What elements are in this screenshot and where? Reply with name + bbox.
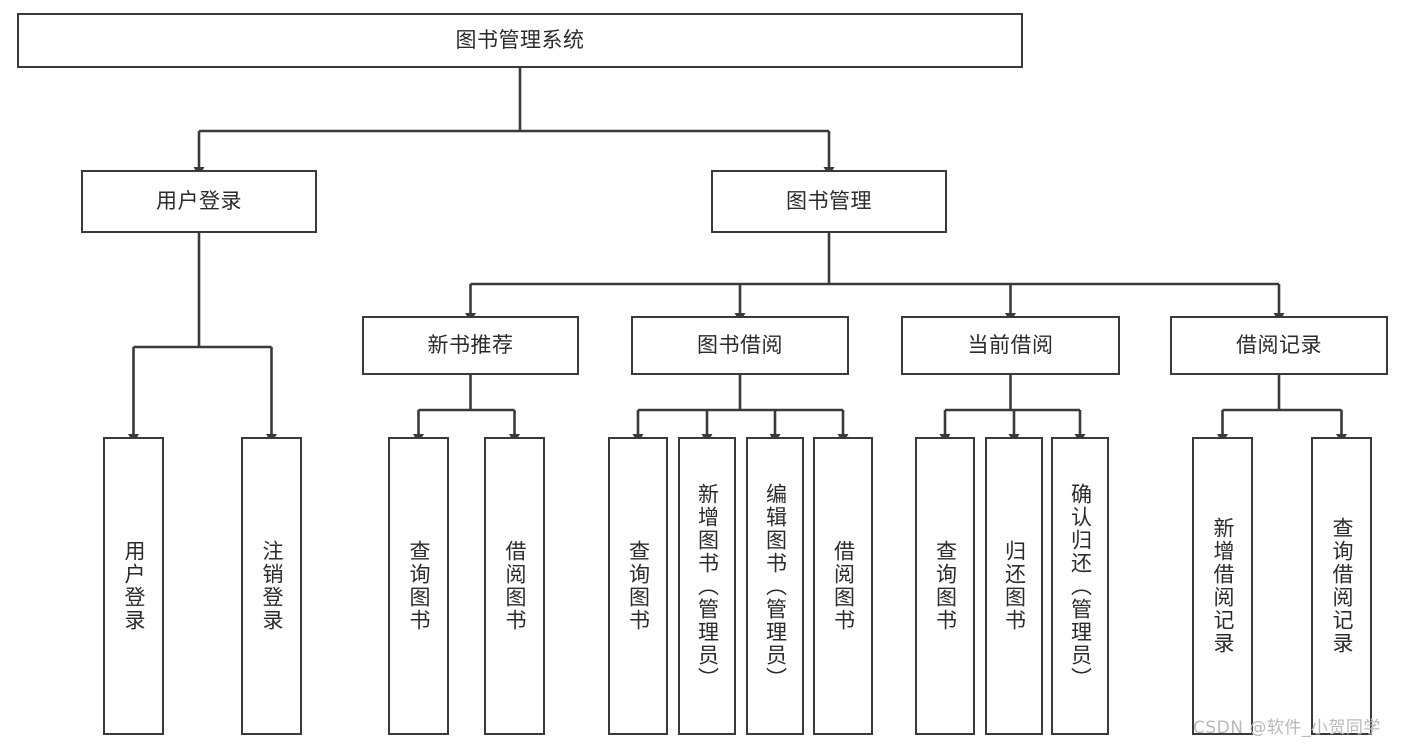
node-new-book-rec[interactable]: 新书推荐 <box>362 316 579 375</box>
node-label-book-borrow: 图书借阅 <box>697 333 783 358</box>
node-leaf-cur-query[interactable]: 查询图书 <box>915 437 975 735</box>
node-label-book-manage: 图书管理 <box>786 189 872 214</box>
node-leaf-cur-return[interactable]: 归还图书 <box>985 437 1043 735</box>
node-label-leaf-user-login: 用户登录 <box>122 540 146 632</box>
node-label-leaf-rec-query: 查询图书 <box>407 540 431 632</box>
node-leaf-rec-query[interactable]: 查询图书 <box>388 437 449 735</box>
node-label-leaf-log-add: 新增借阅记录 <box>1211 517 1235 655</box>
node-label-leaf-cur-query: 查询图书 <box>933 540 958 632</box>
watermark: CSDN @软件_小贺同学 <box>1193 718 1381 738</box>
node-leaf-user-logout[interactable]: 注销登录 <box>241 437 302 735</box>
node-label-root: 图书管理系统 <box>455 28 585 53</box>
node-label-leaf-cur-confirm: 确认归还（管理员） <box>1068 482 1093 690</box>
node-label-current-borrow: 当前借阅 <box>967 333 1054 358</box>
edges <box>128 68 1347 443</box>
node-label-leaf-bor-borrow: 借阅图书 <box>831 540 856 632</box>
node-leaf-bor-query[interactable]: 查询图书 <box>608 437 668 735</box>
node-user-login[interactable]: 用户登录 <box>81 170 317 233</box>
node-leaf-user-login[interactable]: 用户登录 <box>103 437 164 735</box>
node-label-new-book-rec: 新书推荐 <box>427 333 514 358</box>
node-leaf-log-add[interactable]: 新增借阅记录 <box>1192 437 1253 735</box>
node-label-user-login: 用户登录 <box>156 189 242 214</box>
node-book-borrow[interactable]: 图书借阅 <box>631 316 849 375</box>
node-leaf-bor-edit[interactable]: 编辑图书（管理员） <box>746 437 804 735</box>
node-book-manage[interactable]: 图书管理 <box>711 170 947 233</box>
node-current-borrow[interactable]: 当前借阅 <box>901 316 1120 375</box>
node-root[interactable]: 图书管理系统 <box>17 13 1023 68</box>
node-label-leaf-cur-return: 归还图书 <box>1002 540 1027 632</box>
node-label-leaf-bor-edit: 编辑图书（管理员） <box>763 482 788 690</box>
node-leaf-cur-confirm[interactable]: 确认归还（管理员） <box>1051 437 1109 735</box>
node-label-borrow-record: 借阅记录 <box>1236 333 1322 358</box>
node-label-leaf-bor-query: 查询图书 <box>626 540 651 632</box>
node-leaf-bor-add[interactable]: 新增图书（管理员） <box>678 437 736 735</box>
node-label-leaf-bor-add: 新增图书（管理员） <box>695 482 720 690</box>
node-leaf-rec-borrow[interactable]: 借阅图书 <box>484 437 545 735</box>
node-label-leaf-rec-borrow: 借阅图书 <box>503 540 527 632</box>
node-borrow-record[interactable]: 借阅记录 <box>1170 316 1388 375</box>
node-leaf-bor-borrow[interactable]: 借阅图书 <box>813 437 873 735</box>
node-label-leaf-user-logout: 注销登录 <box>260 540 284 632</box>
node-label-leaf-log-query: 查询借阅记录 <box>1330 517 1354 655</box>
node-leaf-log-query[interactable]: 查询借阅记录 <box>1311 437 1372 735</box>
